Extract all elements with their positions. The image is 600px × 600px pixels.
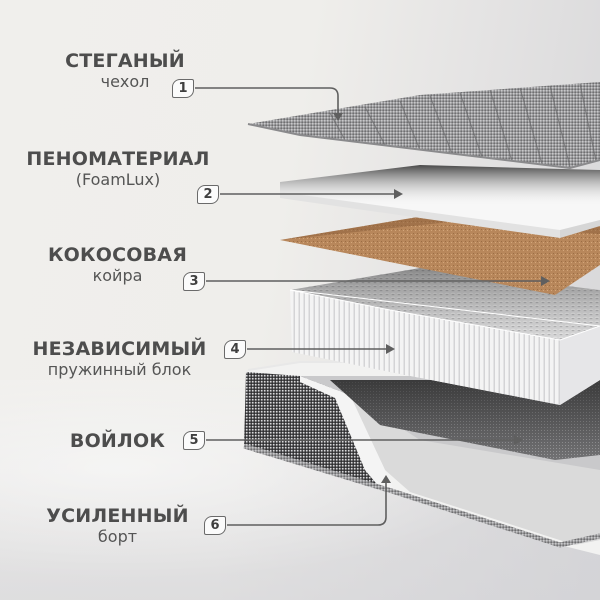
layer-6-subtitle: борт: [97, 527, 138, 546]
foam-layer: [280, 165, 600, 238]
layer-6-label: УСИЛЕННЫЙ борт: [40, 505, 195, 547]
layer-2-label: ПЕНОМАТЕРИАЛ (FoamLux): [18, 148, 218, 190]
arrow-5-icon: [514, 435, 523, 445]
layer-5-title: ВОЙЛОК: [69, 430, 166, 452]
layer-3-subtitle: койра: [92, 266, 143, 285]
arrow-3-icon: [541, 276, 550, 286]
pocket-spring-block: [289, 268, 600, 405]
layer-5-badge: 5: [183, 431, 205, 450]
arrow-6-icon: [381, 475, 391, 483]
layer-4-subtitle: пружинный блок: [47, 360, 192, 379]
layer-6-badge: 6: [204, 516, 226, 535]
arrow-2-icon: [394, 189, 403, 199]
felt-layer: [330, 380, 600, 460]
leader-lines: [195, 87, 543, 526]
layer-1-label: СТЕГАНЫЙ чехол: [60, 50, 190, 92]
layer-5-label: ВОЙЛОК: [60, 430, 175, 452]
layer-4-title: НЕЗАВИСИМЫЙ: [32, 338, 207, 360]
layer-4-label: НЕЗАВИСИМЫЙ пружинный блок: [22, 338, 217, 380]
layer-2-badge: 2: [197, 185, 219, 204]
layer-6-title: УСИЛЕННЫЙ: [46, 505, 189, 527]
layer-1-subtitle: чехол: [100, 72, 150, 91]
layer-1-title: СТЕГАНЫЙ: [65, 50, 185, 72]
layer-4-badge: 4: [224, 340, 246, 359]
layer-3-label: КОКОСОВАЯ койра: [40, 244, 195, 286]
arrowheads: [333, 113, 550, 483]
layer-1-badge: 1: [172, 79, 194, 98]
quilted-cover-layer: [247, 82, 600, 170]
layer-3-badge: 3: [183, 272, 205, 291]
layer-2-title: ПЕНОМАТЕРИАЛ: [26, 148, 210, 170]
layer-3-title: КОКОСОВАЯ: [47, 244, 188, 266]
layer-2-subtitle: (FoamLux): [75, 170, 161, 189]
arrow-4-icon: [386, 344, 395, 354]
arrow-1-icon: [333, 113, 343, 121]
